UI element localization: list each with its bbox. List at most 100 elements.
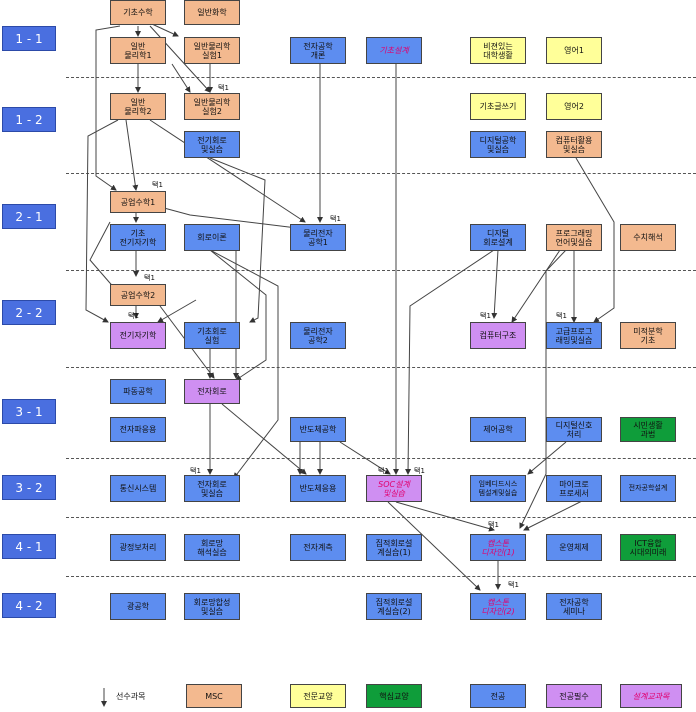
legend-core: 핵심교양	[366, 684, 422, 708]
course-box: 전기자기학	[110, 322, 166, 349]
prereq-arrow	[95, 25, 121, 191]
prereq-arrow	[149, 119, 306, 223]
course-box: 기초글쓰기	[470, 93, 526, 120]
course-box: 회로이론	[184, 224, 240, 251]
choose-one-note: 택1	[508, 581, 519, 589]
choose-one-note: 택1	[488, 521, 499, 529]
prereq-arrow	[405, 249, 495, 475]
prereq-arrow	[209, 249, 267, 381]
prereq-arrow	[519, 249, 567, 529]
course-box: 기초설계	[366, 37, 422, 64]
course-box: 영어1	[546, 37, 602, 64]
course-box: 마이크로 프로세서	[546, 475, 602, 502]
prereq-arrow	[163, 207, 306, 232]
prereq-arrow	[221, 403, 307, 475]
course-box: 물리전자 공학2	[290, 322, 346, 349]
course-box: 광정보처리	[110, 534, 166, 561]
semester-divider	[66, 173, 696, 174]
choose-one-note: 택1	[556, 312, 567, 320]
course-box: 제어공학	[470, 417, 526, 442]
prereq-arrow	[523, 499, 585, 531]
choose-one-note: 택1	[330, 215, 341, 223]
course-box: 일반 물리학2	[110, 93, 166, 120]
course-box: 전자계측	[290, 534, 346, 561]
legend-major: 전공	[470, 684, 526, 708]
course-box: 집적회로설 계실습(1)	[366, 534, 422, 561]
course-box: 통신시스템	[110, 475, 166, 502]
course-box: 공업수학2	[110, 284, 166, 306]
course-box: 회로망 해석실습	[184, 534, 240, 561]
semester-label: 4 - 2	[2, 593, 56, 618]
course-box: 고급프로그 래밍및실습	[546, 322, 602, 349]
semester-label: 2 - 2	[2, 300, 56, 325]
prereq-arrow	[491, 249, 499, 319]
course-box: 전자공학 세미나	[546, 593, 602, 620]
prereq-arrow	[511, 249, 561, 323]
choose-one-note: 택1	[190, 467, 201, 475]
course-box: 반도체공학	[290, 417, 346, 442]
semester-label: 1 - 2	[2, 107, 56, 132]
course-box: 전자회로 및실습	[184, 475, 240, 502]
semester-divider	[66, 270, 696, 271]
course-box: 일반화학	[184, 0, 240, 25]
course-box: ICT융합 시대의미래	[620, 534, 676, 561]
semester-divider	[66, 458, 696, 459]
prereq-arrow	[395, 501, 495, 532]
course-box: 디지털 회로설계	[470, 224, 526, 251]
prereq-arrow	[527, 441, 567, 475]
course-box: 비젼있는 대학생활	[470, 37, 526, 64]
semester-label: 3 - 2	[2, 475, 56, 500]
course-box: 전자파응용	[110, 417, 166, 442]
course-box: 파동공학	[110, 379, 166, 404]
course-box: 반도체응용	[290, 475, 346, 502]
course-box: 기초수학	[110, 0, 166, 25]
choose-one-note: 택1	[414, 467, 425, 475]
course-box: 전자공학 개론	[290, 37, 346, 64]
semester-divider	[66, 517, 696, 518]
course-box: 프로그래밍 언어및실습	[546, 224, 602, 251]
course-box: 캡스톤 디자인(1)	[470, 534, 526, 561]
course-box: 회로망합성 및실습	[184, 593, 240, 620]
course-box: 디지털공학 및실습	[470, 131, 526, 158]
choose-one-note: 택1	[218, 84, 229, 92]
prereq-arrow	[575, 157, 615, 323]
course-box: 임베디드시스 템설계및실습	[470, 475, 526, 502]
course-box: 공업수학1	[110, 191, 166, 213]
course-box: 광공학	[110, 593, 166, 620]
course-box: 기초 전기자기학	[110, 224, 166, 251]
choose-one-note: 택1	[378, 467, 389, 475]
course-box: 전기회로 및실습	[184, 131, 240, 158]
prereq-arrow	[157, 299, 197, 323]
course-box: 디지털신호 처리	[546, 417, 602, 442]
course-box: 시민생활 과법	[620, 417, 676, 442]
prereq-arrow	[125, 119, 139, 191]
prereq-arrow	[387, 501, 481, 591]
semester-label: 4 - 1	[2, 534, 56, 559]
course-box: 집적회로설 계실습(2)	[366, 593, 422, 620]
course-box: 물리전자 공학1	[290, 224, 346, 251]
legend-major-required: 전공필수	[546, 684, 602, 708]
choose-one-note: 택1	[480, 312, 491, 320]
course-box: 기초회로 실험	[184, 322, 240, 349]
prereq-arrow	[209, 249, 279, 479]
course-box: 캡스톤 디자인(2)	[470, 593, 526, 620]
semester-divider	[66, 77, 696, 78]
prereq-arrow	[209, 157, 266, 323]
semester-label: 1 - 1	[2, 26, 56, 51]
course-box: 전자회로	[184, 379, 240, 404]
choose-one-note: 택1	[144, 274, 155, 282]
choose-one-note: 택1	[152, 181, 163, 189]
legend-prereq-label: 선수과목	[116, 692, 146, 701]
choose-one-note: 택1	[128, 312, 139, 320]
legend-general: 전문교양	[290, 684, 346, 708]
semester-label: 2 - 1	[2, 204, 56, 229]
semester-label: 3 - 1	[2, 399, 56, 424]
course-box: 미적분학 기초	[620, 322, 676, 349]
semester-divider	[66, 367, 696, 368]
legend-msc: MSC	[186, 684, 242, 708]
course-box: 수치해석	[620, 224, 676, 251]
course-box: 일반 물리학1	[110, 37, 166, 64]
course-box: 컴퓨터구조	[470, 322, 526, 349]
course-box: 전자공학설계	[620, 475, 676, 502]
course-box: 일반물리학 실험2	[184, 93, 240, 120]
